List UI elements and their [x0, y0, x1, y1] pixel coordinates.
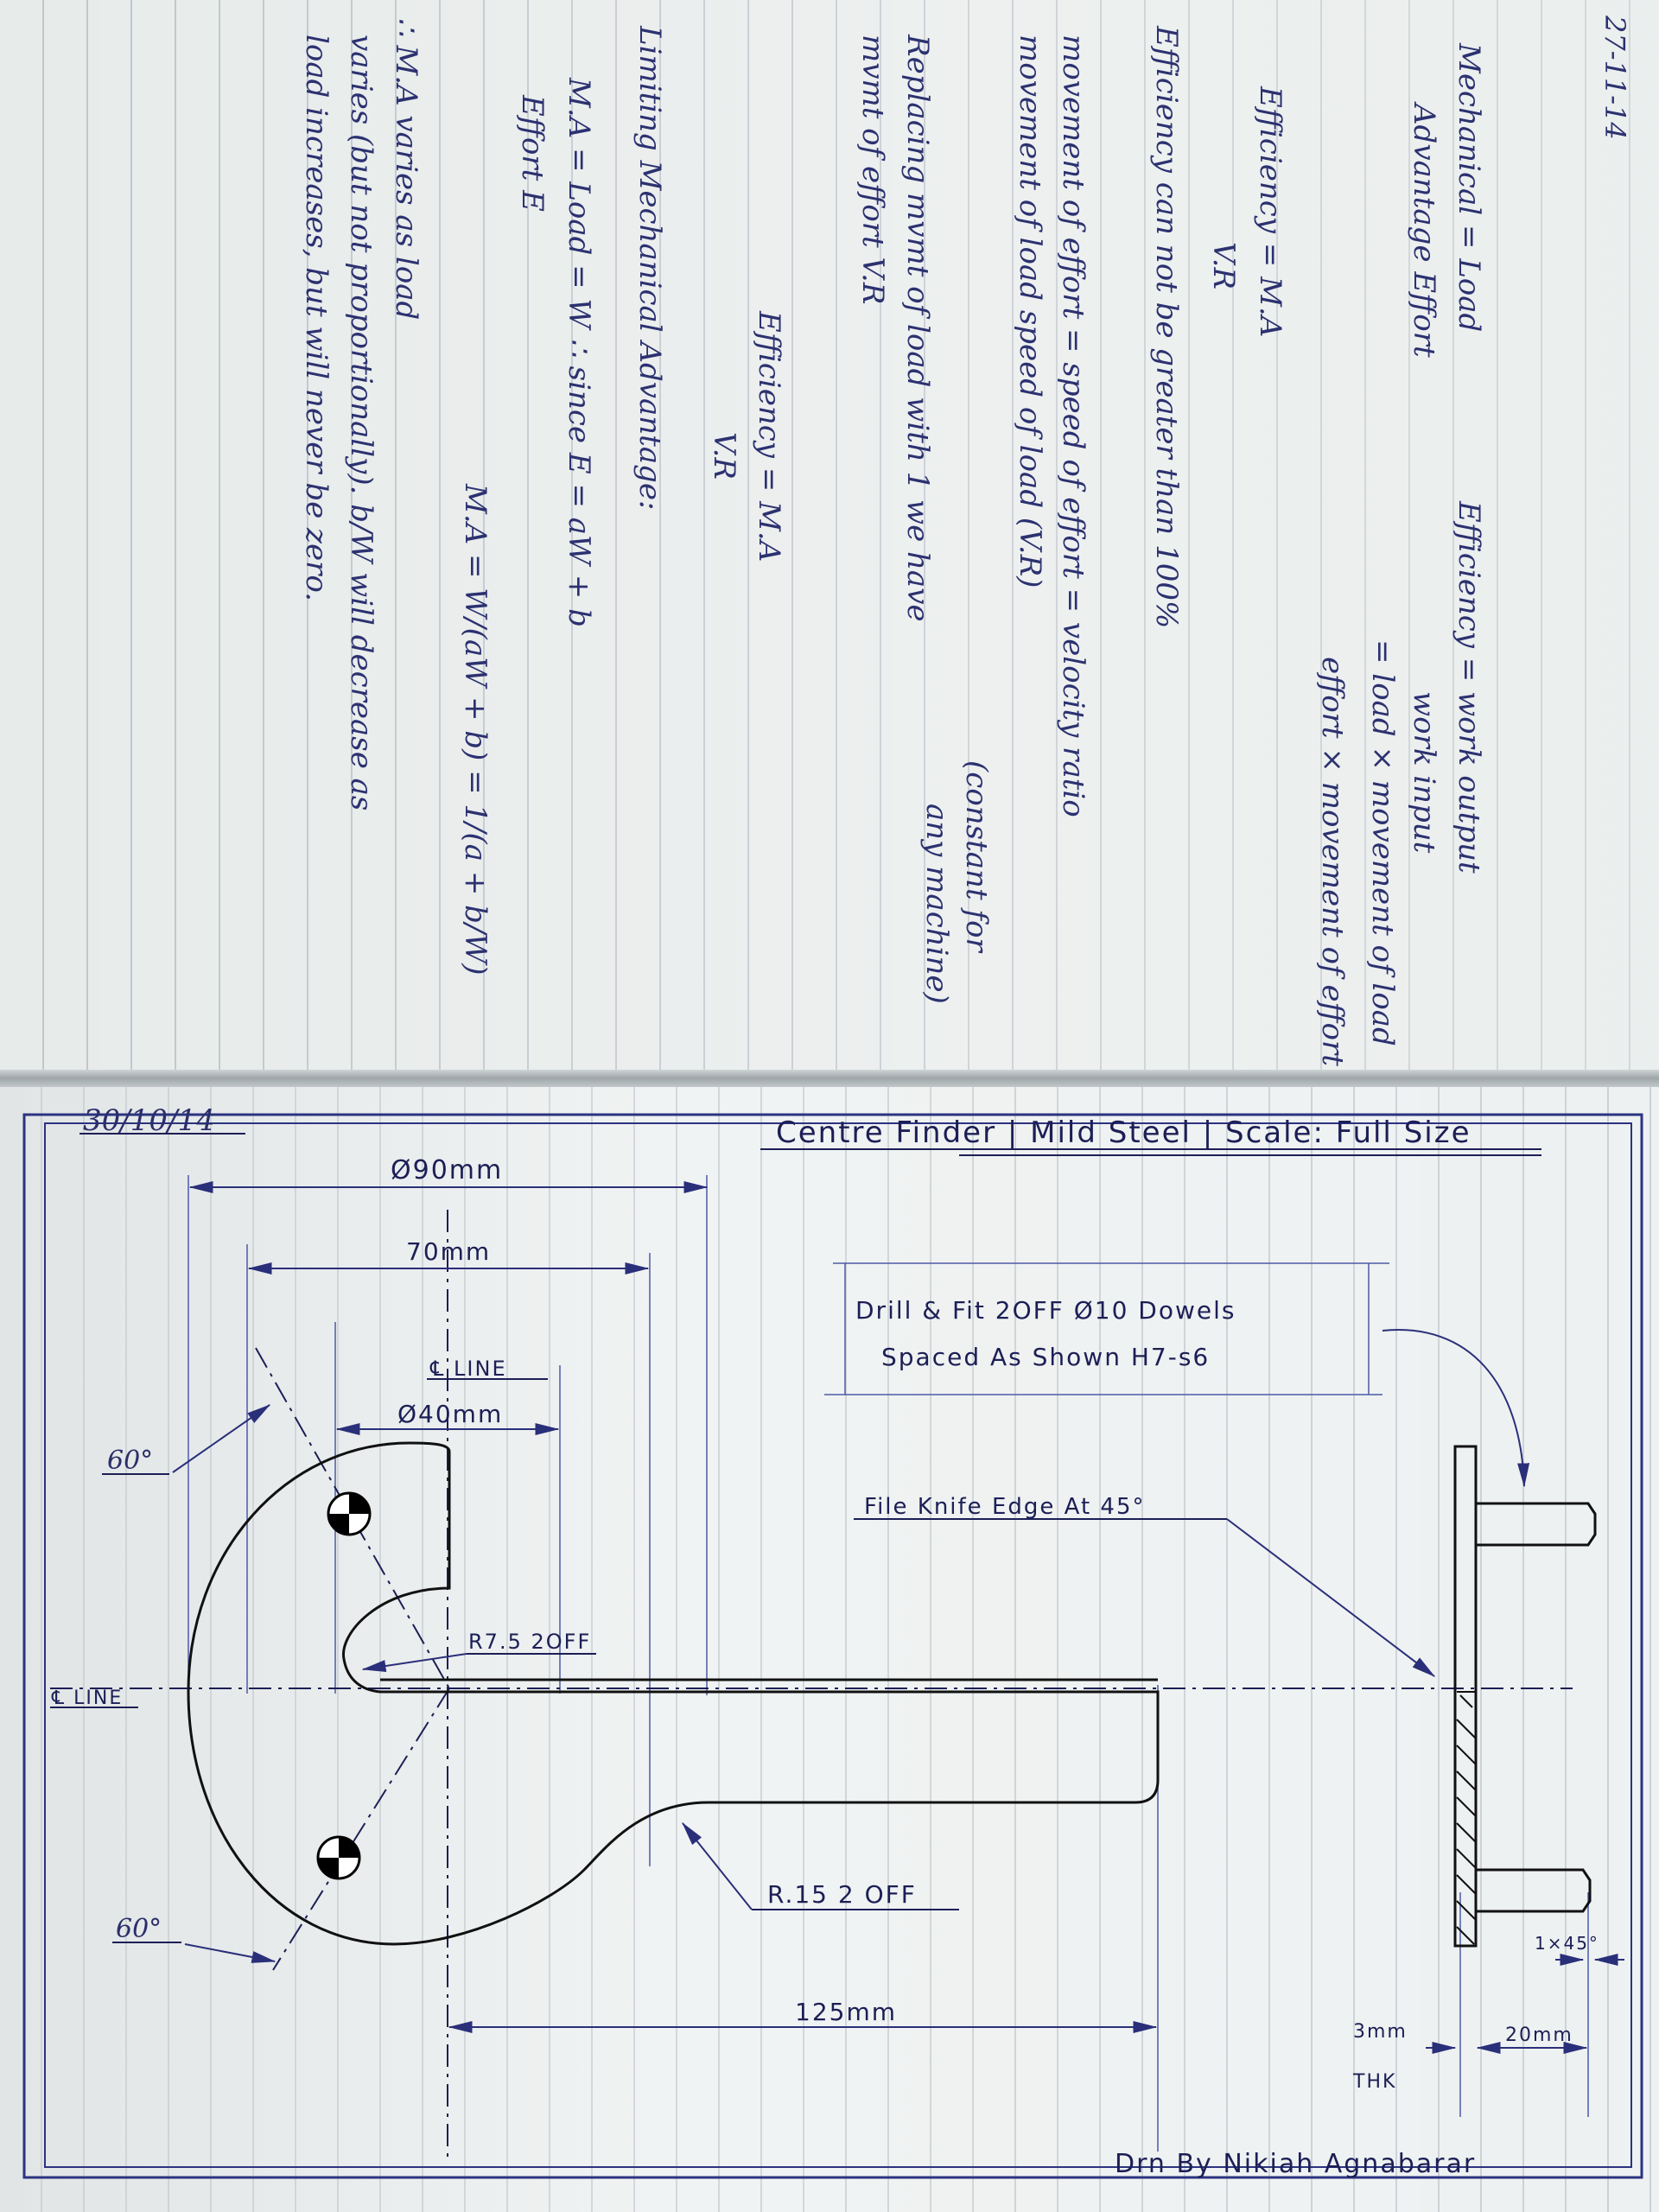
dim-125: 125mm [795, 1998, 897, 2026]
thickness-label: THK [1352, 2071, 1396, 2093]
file-note: File Knife Edge At 45° [864, 1494, 1146, 1520]
drawing-border [22, 1113, 1643, 2179]
dowel-symbol [316, 1835, 361, 1880]
cline-left-label: ℄ LINE [51, 1688, 123, 1709]
cline-top-label: ℄ LINE [429, 1357, 507, 1381]
side-view [1453, 1445, 1597, 1948]
page-shading [0, 0, 1659, 1080]
dim-dia40: Ø40mm [397, 1400, 503, 1428]
angle-bottom-label: 60° [116, 1914, 162, 1944]
construction-lines [188, 1175, 1589, 2152]
notes-page [0, 0, 1659, 1080]
dim-70: 70mm [406, 1237, 491, 1266]
angle-top-label: 60° [107, 1446, 153, 1476]
thickness-value: 3mm [1353, 2021, 1408, 2043]
dowel-symbol [327, 1491, 372, 1536]
drawing-date: 30/10/14 [83, 1103, 215, 1138]
radius-15-label: R.15 2 OFF [767, 1880, 917, 1909]
drill-note-line1: Drill & Fit 2OFF Ø10 Dowels [855, 1296, 1236, 1325]
drawn-by: Drn By Nikiah Agnabarar [1115, 2149, 1476, 2179]
radius-7-5-label: R7.5 2OFF [468, 1630, 591, 1654]
center-lines [50, 1210, 1573, 2160]
drill-note-leader [1382, 1329, 1530, 1488]
chamfer-label: 1×45° [1535, 1933, 1599, 1954]
drawing-title: Centre Finder | Mild Steel | Scale: Full… [776, 1116, 1471, 1150]
drill-note-line2: Spaced As Shown H7-s6 [881, 1343, 1210, 1371]
notebook-spine [0, 1070, 1659, 1089]
dim-dia90: Ø90mm [391, 1155, 503, 1185]
drawing-inner-border [44, 1122, 1632, 2168]
part-outline [187, 1441, 1160, 1946]
dim-20: 20mm [1505, 2024, 1573, 2046]
